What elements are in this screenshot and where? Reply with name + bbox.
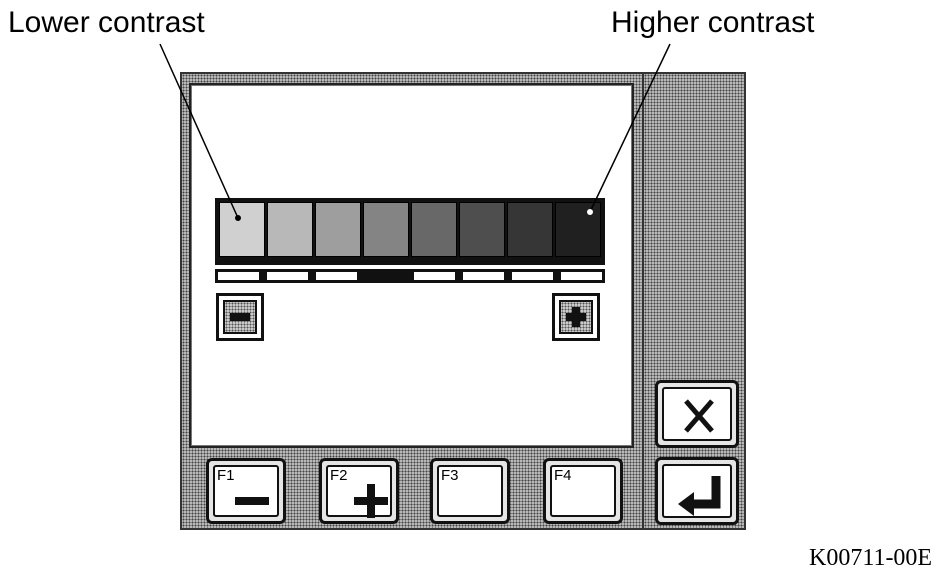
contrast-swatch[interactable]	[315, 202, 361, 257]
level-segment	[512, 272, 553, 280]
f4-key[interactable]: F4	[543, 458, 623, 524]
f1-key[interactable]: F1	[206, 458, 286, 524]
contrast-swatch[interactable]	[507, 202, 553, 257]
decrease-contrast-button[interactable]	[216, 293, 264, 341]
contrast-swatch[interactable]	[219, 202, 265, 257]
level-segment	[365, 272, 406, 280]
enter-icon	[678, 476, 721, 516]
display-screen	[189, 83, 634, 448]
contrast-swatch[interactable]	[267, 202, 313, 257]
f2-key[interactable]: F2	[319, 458, 399, 524]
level-segment	[414, 272, 455, 280]
figure-reference-code: K00711-00E	[809, 545, 933, 571]
contrast-swatch[interactable]	[363, 202, 409, 257]
plus-icon	[559, 300, 593, 334]
level-segment	[218, 272, 259, 280]
contrast-level-indicator	[215, 269, 605, 283]
contrast-scale[interactable]	[215, 198, 605, 265]
level-segment	[561, 272, 602, 280]
cancel-key[interactable]	[655, 380, 739, 448]
bezel-divider	[642, 72, 644, 530]
enter-key[interactable]	[655, 457, 739, 525]
level-segment	[316, 272, 357, 280]
minus-icon	[235, 497, 269, 505]
f4-label: F4	[554, 467, 572, 484]
level-segment	[463, 272, 504, 280]
increase-contrast-button[interactable]	[552, 293, 600, 341]
f2-label: F2	[330, 467, 348, 484]
contrast-swatch[interactable]	[459, 202, 505, 257]
close-icon	[684, 399, 714, 433]
higher-contrast-label: Higher contrast	[611, 6, 815, 39]
f3-label: F3	[441, 467, 459, 484]
contrast-swatch[interactable]	[555, 202, 601, 257]
lower-contrast-label: Lower contrast	[8, 6, 205, 39]
contrast-swatch[interactable]	[411, 202, 457, 257]
level-segment	[267, 272, 308, 280]
minus-icon	[230, 313, 250, 321]
f3-key[interactable]: F3	[430, 458, 510, 524]
f1-label: F1	[217, 467, 235, 484]
